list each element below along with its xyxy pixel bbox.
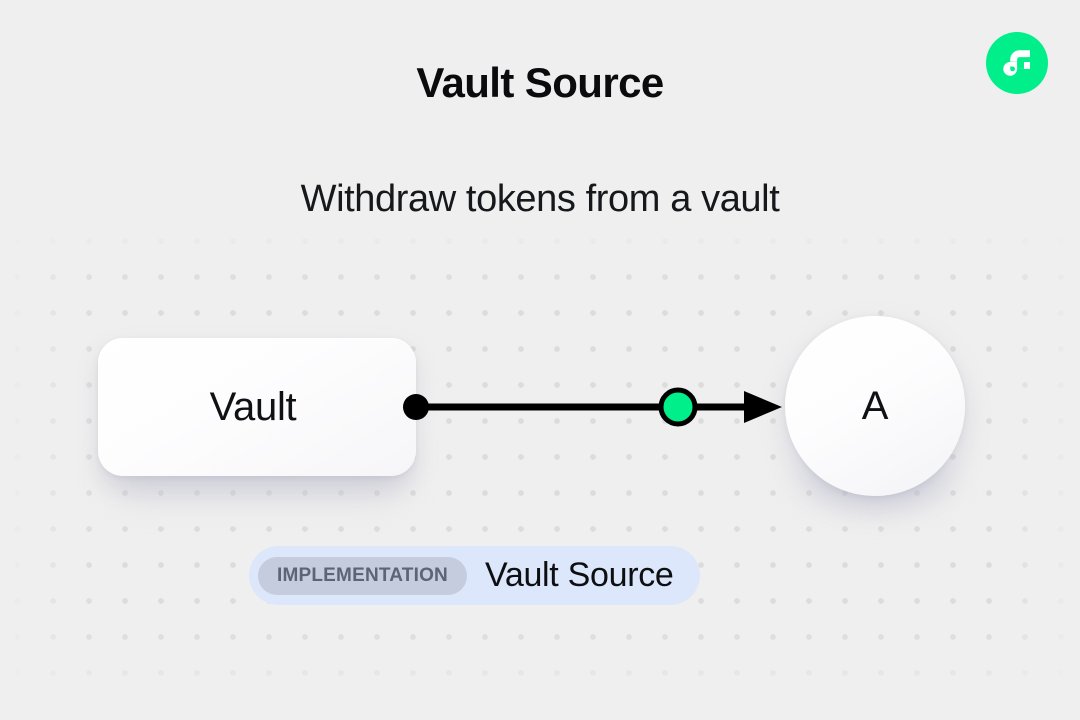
page-subtitle: Withdraw tokens from a vault: [300, 178, 780, 220]
diagram-node-a[interactable]: A: [785, 316, 965, 496]
implementation-badge[interactable]: IMPLEMENTATION Vault Source: [249, 546, 700, 605]
page-title: Vault Source: [416, 59, 664, 106]
diagram-node-vault[interactable]: Vault: [98, 338, 416, 476]
implementation-name: Vault Source: [484, 556, 674, 594]
edge-arrowhead-icon: [744, 391, 782, 423]
vault-node-label: Vault: [209, 384, 297, 429]
edge-midpoint-handle[interactable]: [658, 387, 698, 427]
flow-logo-icon: [986, 32, 1048, 94]
target-node-label: A: [861, 383, 889, 428]
implementation-chip-label: IMPLEMENTATION: [258, 556, 467, 595]
